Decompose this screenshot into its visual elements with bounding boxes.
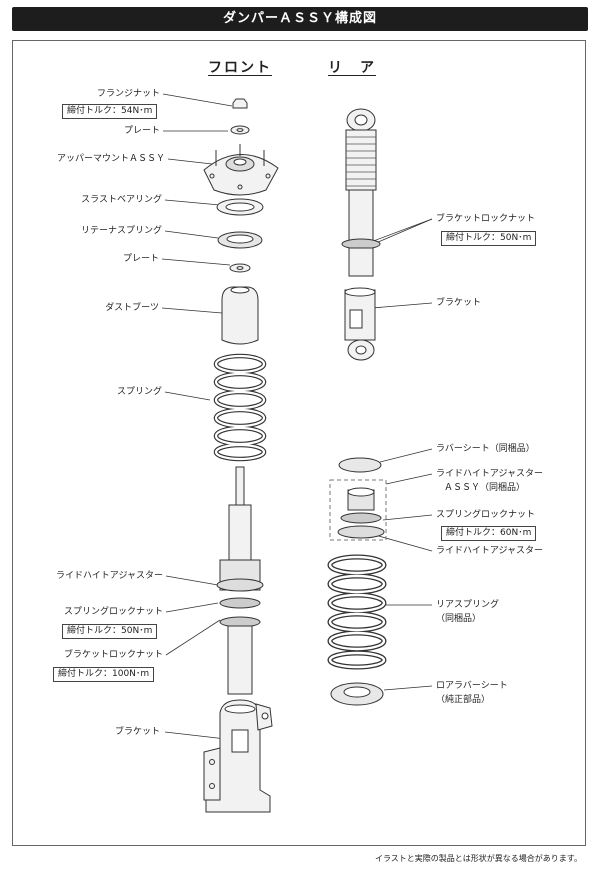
label-front-spring-lock-nut: スプリングロックナット: [63, 607, 163, 617]
rear-adjuster-assy-box: [329, 479, 387, 541]
rear-body: [348, 189, 374, 241]
torque-front-flange-nut: 締付トルク：54N･m: [62, 104, 158, 119]
label-rear-ride-height-adjuster: ライドハイトアジャスター: [436, 546, 544, 556]
front-lower-body: [227, 625, 253, 695]
torque-rear-bracket-lock-nut: 締付トルク：50N･m: [441, 231, 537, 246]
label-front-upper-mount: アッパーマウントＡＳＳＹ: [56, 154, 165, 164]
front-spring-lock-nut: [219, 597, 261, 609]
front-damper-body: [228, 504, 252, 561]
label-front-retainer-spring: リテーナスプリング: [80, 226, 162, 236]
rear-spring-lock-nut: [340, 512, 382, 524]
diagram-frame: [12, 40, 586, 846]
front-strut: [203, 98, 279, 813]
front-dust-boot: [221, 286, 259, 345]
front-bracket-body: [205, 699, 271, 813]
front-piston-rod: [235, 466, 245, 506]
label-rear-bracket: ブラケット: [436, 298, 482, 308]
label-front-ride-height-adjuster: ライドハイトアジャスター: [55, 571, 163, 581]
footer-note: イラストと実際の製品とは形状が異なる場合があります。: [374, 854, 582, 863]
label-front-spring: スプリング: [116, 387, 162, 397]
rear-rubber-seat: [338, 457, 382, 473]
label-front-bracket-lock-nut: ブラケットロックナット: [63, 650, 163, 660]
label-rear-adjuster-assy-2: ＡＳＳＹ（同梱品）: [444, 483, 526, 493]
front-upper-mount: [203, 154, 279, 196]
label-front-dust-boot: ダストブーツ: [105, 303, 159, 313]
leader-lines: [161, 93, 433, 740]
torque-rear-spring-lock-nut: 締付トルク：60N･m: [441, 526, 537, 541]
label-front-bracket: ブラケット: [114, 727, 160, 737]
rear-damper: [327, 108, 387, 706]
front-flange-nut: [232, 98, 248, 109]
label-front-plate-top: プレート: [123, 126, 160, 136]
label-rear-bracket-lock-nut: ブラケットロックナット: [436, 214, 536, 224]
label-rear-adjuster-assy-1: ライドハイトアジャスター: [436, 469, 544, 479]
torque-front-bracket-lock-nut: 締付トルク：100N･m: [53, 667, 155, 682]
label-front-plate-lower: プレート: [122, 254, 159, 264]
label-rear-spring-1: リアスプリング: [436, 600, 500, 610]
label-rear-spring-lock-nut: スプリングロックナット: [436, 510, 536, 520]
label-front-flange-nut: フランジナット: [96, 89, 160, 99]
rear-heading: リ ア: [328, 60, 376, 76]
torque-front-spring-lock-nut: 締付トルク：50N･m: [62, 624, 158, 639]
page-title: ダンパーＡＳＳＹ構成図: [12, 7, 588, 31]
label-rear-spring-2: （同梱品）: [436, 614, 482, 624]
rear-bellows: [345, 129, 377, 191]
label-rear-lower-rubber-seat-2: （純正部品）: [436, 695, 491, 705]
label-front-thrust-bearing: スラストベアリング: [81, 195, 162, 205]
front-heading: フロント: [208, 60, 272, 76]
label-rear-lower-rubber-seat-1: ロアラバーシート: [436, 681, 508, 691]
label-rear-rubber-seat: ラバーシート（同梱品）: [436, 444, 535, 454]
